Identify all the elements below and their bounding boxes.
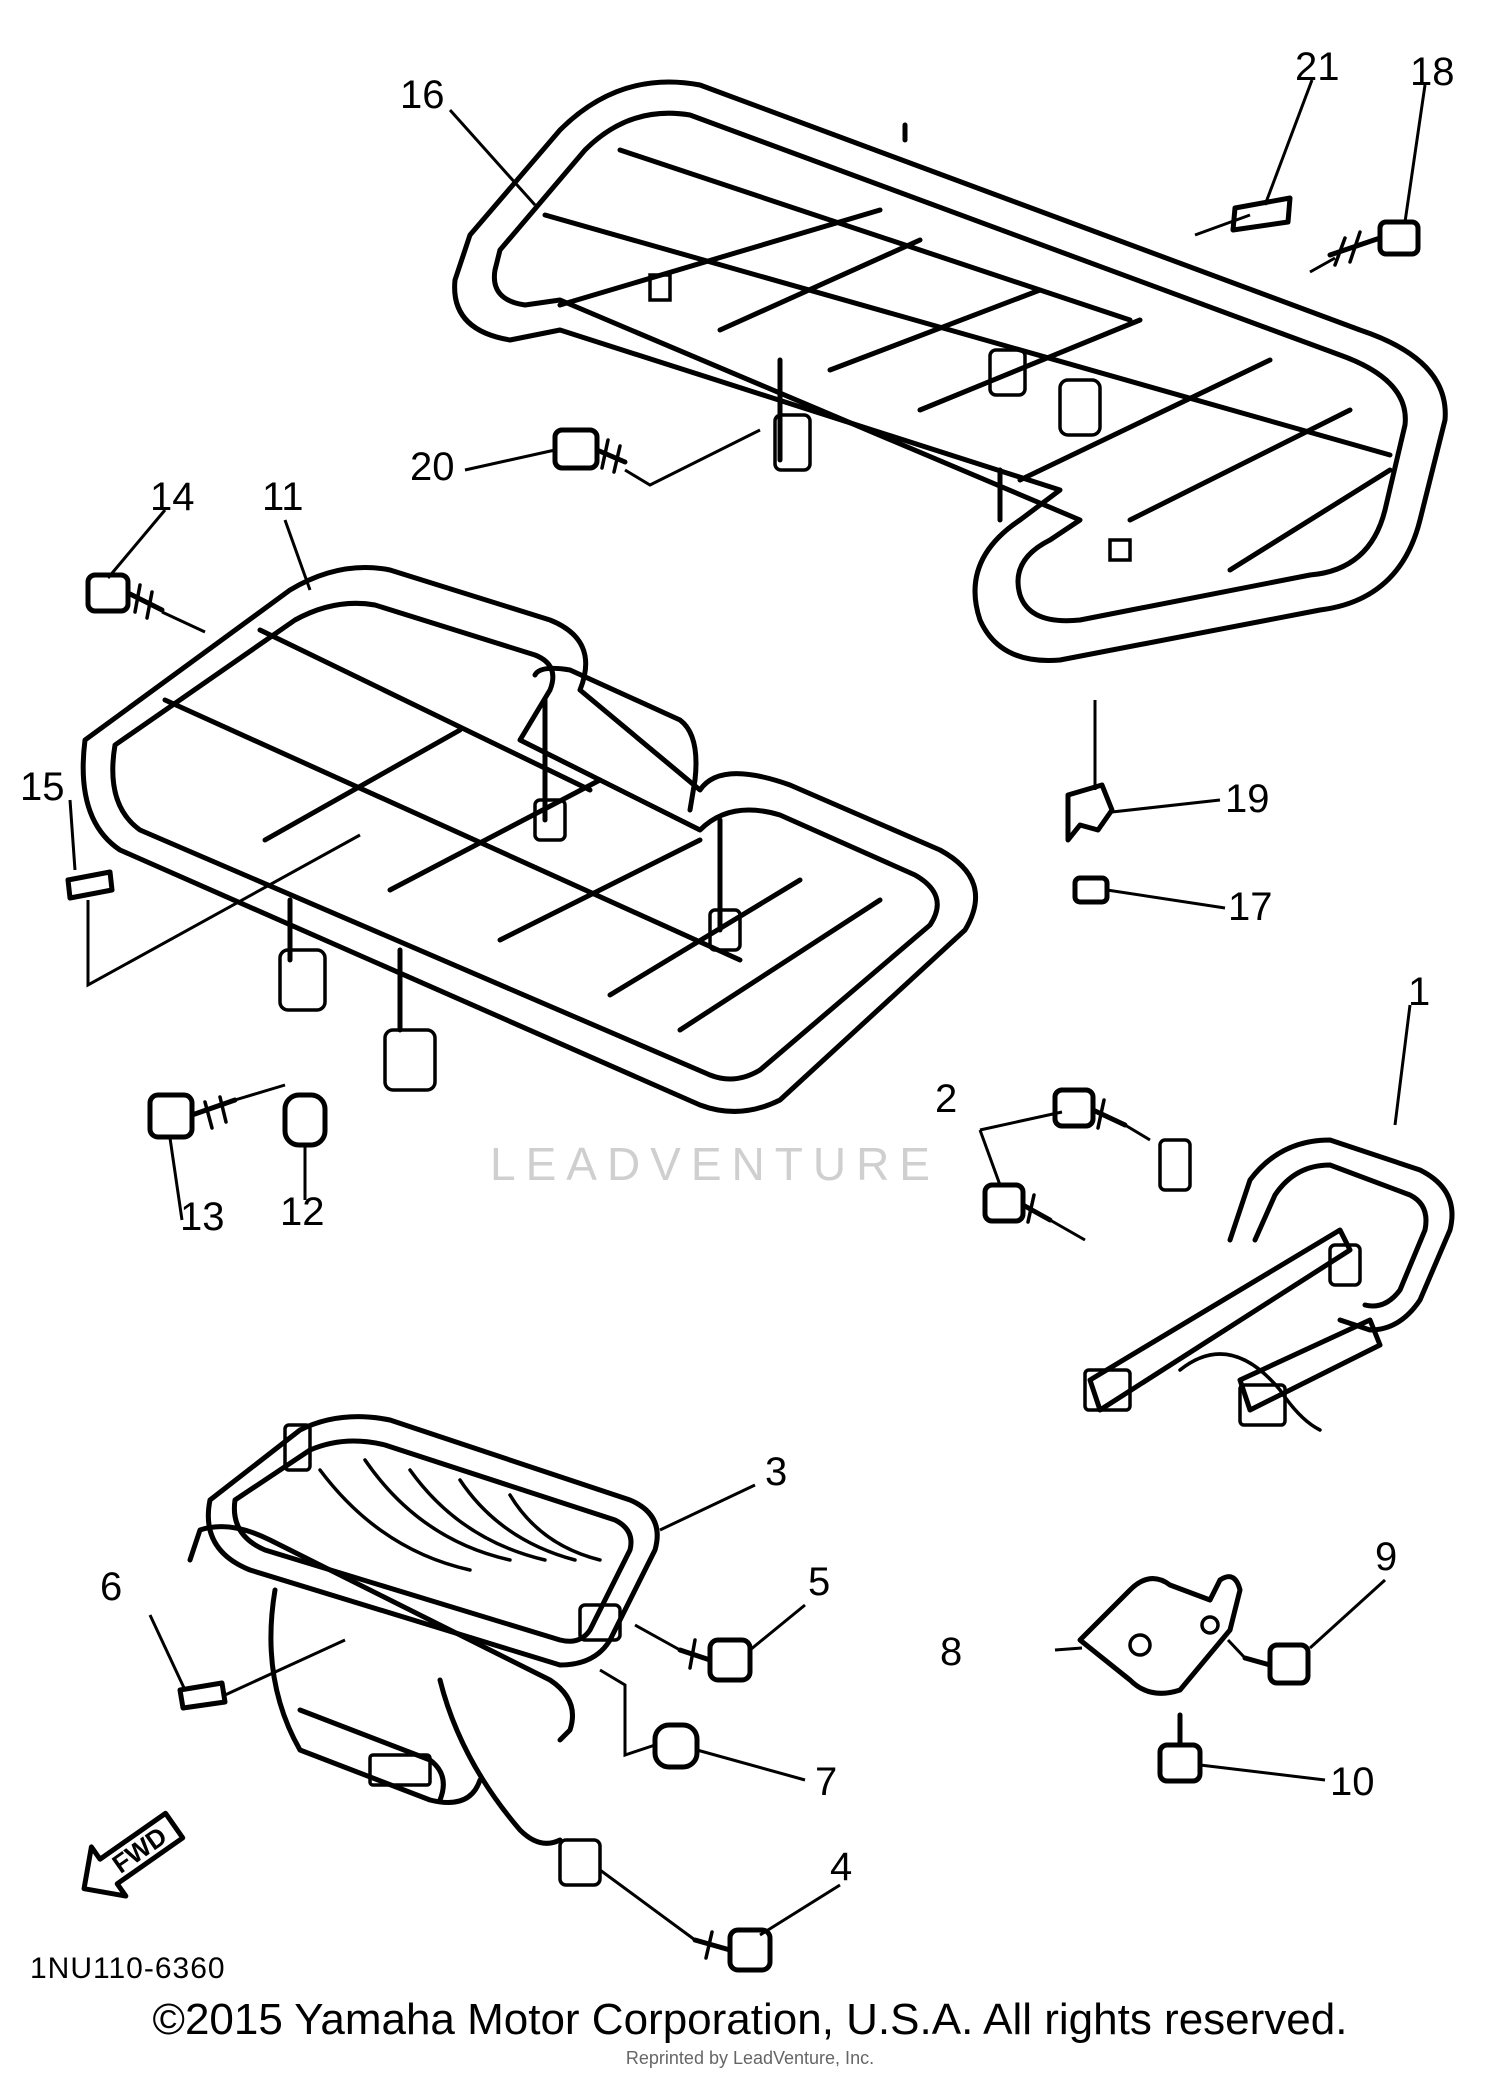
callout-17: 17 [1228, 885, 1273, 929]
callout-16: 16 [400, 73, 445, 117]
callout-10: 10 [1330, 1760, 1375, 1804]
callout-19: 19 [1225, 777, 1270, 821]
bolt-20 [552, 427, 628, 474]
callout-12: 12 [280, 1190, 325, 1234]
callout-13: 13 [180, 1195, 225, 1239]
bolt-4 [692, 1927, 773, 1973]
bolt-2-upper [1052, 1087, 1128, 1130]
callout-3: 3 [765, 1450, 787, 1494]
bolt-9 [1242, 1642, 1311, 1686]
clip-19 [1065, 782, 1115, 843]
rear-carrier [452, 79, 1448, 663]
callout-1: 1 [1408, 970, 1430, 1014]
label-21 [1230, 195, 1293, 233]
callout-7: 7 [815, 1760, 837, 1804]
callout-4: 4 [830, 1845, 852, 1889]
callout-15: 15 [20, 765, 65, 809]
leader-lines [68, 79, 1427, 1942]
copyright-notice: ©2015 Yamaha Motor Corporation, U.S.A. A… [152, 1995, 1348, 2044]
collar-12 [282, 1092, 328, 1148]
callout-6: 6 [100, 1565, 122, 1609]
callout-8: 8 [940, 1630, 962, 1674]
front-carrier [80, 565, 979, 1114]
republished-notice: Reprinted by LeadVenture, Inc. [625, 2048, 875, 2068]
bolt-2-lower [982, 1182, 1053, 1224]
front-basket [187, 1414, 660, 1887]
bolt-18 [1327, 219, 1421, 267]
callout-20: 20 [410, 445, 455, 489]
watermark-text: LEADVENTURE [490, 1138, 940, 1190]
callout-18: 18 [1410, 50, 1455, 94]
bolt-13 [147, 1092, 238, 1140]
fwd-arrow: FWD [81, 1810, 186, 1899]
callout-5: 5 [808, 1560, 830, 1604]
label-6 [177, 1680, 228, 1711]
bolt-14 [85, 572, 165, 620]
callout-9: 9 [1375, 1535, 1397, 1579]
small-bracket [1077, 1574, 1243, 1696]
callout-14: 14 [150, 475, 195, 519]
callout-numbers: 16 21 18 20 14 11 15 19 17 1 2 13 12 3 5… [20, 45, 1455, 1889]
callout-11: 11 [262, 475, 304, 519]
label-15 [65, 869, 115, 901]
diagram-code: 1NU110-6360 [30, 1952, 226, 1985]
bolt-5 [677, 1637, 753, 1683]
carrier-bracket [1083, 1137, 1455, 1432]
bolt-10 [1157, 1712, 1203, 1784]
nut-7 [652, 1722, 700, 1770]
nut-17 [1072, 875, 1110, 905]
callout-21: 21 [1295, 45, 1340, 89]
callout-2: 2 [935, 1077, 957, 1121]
